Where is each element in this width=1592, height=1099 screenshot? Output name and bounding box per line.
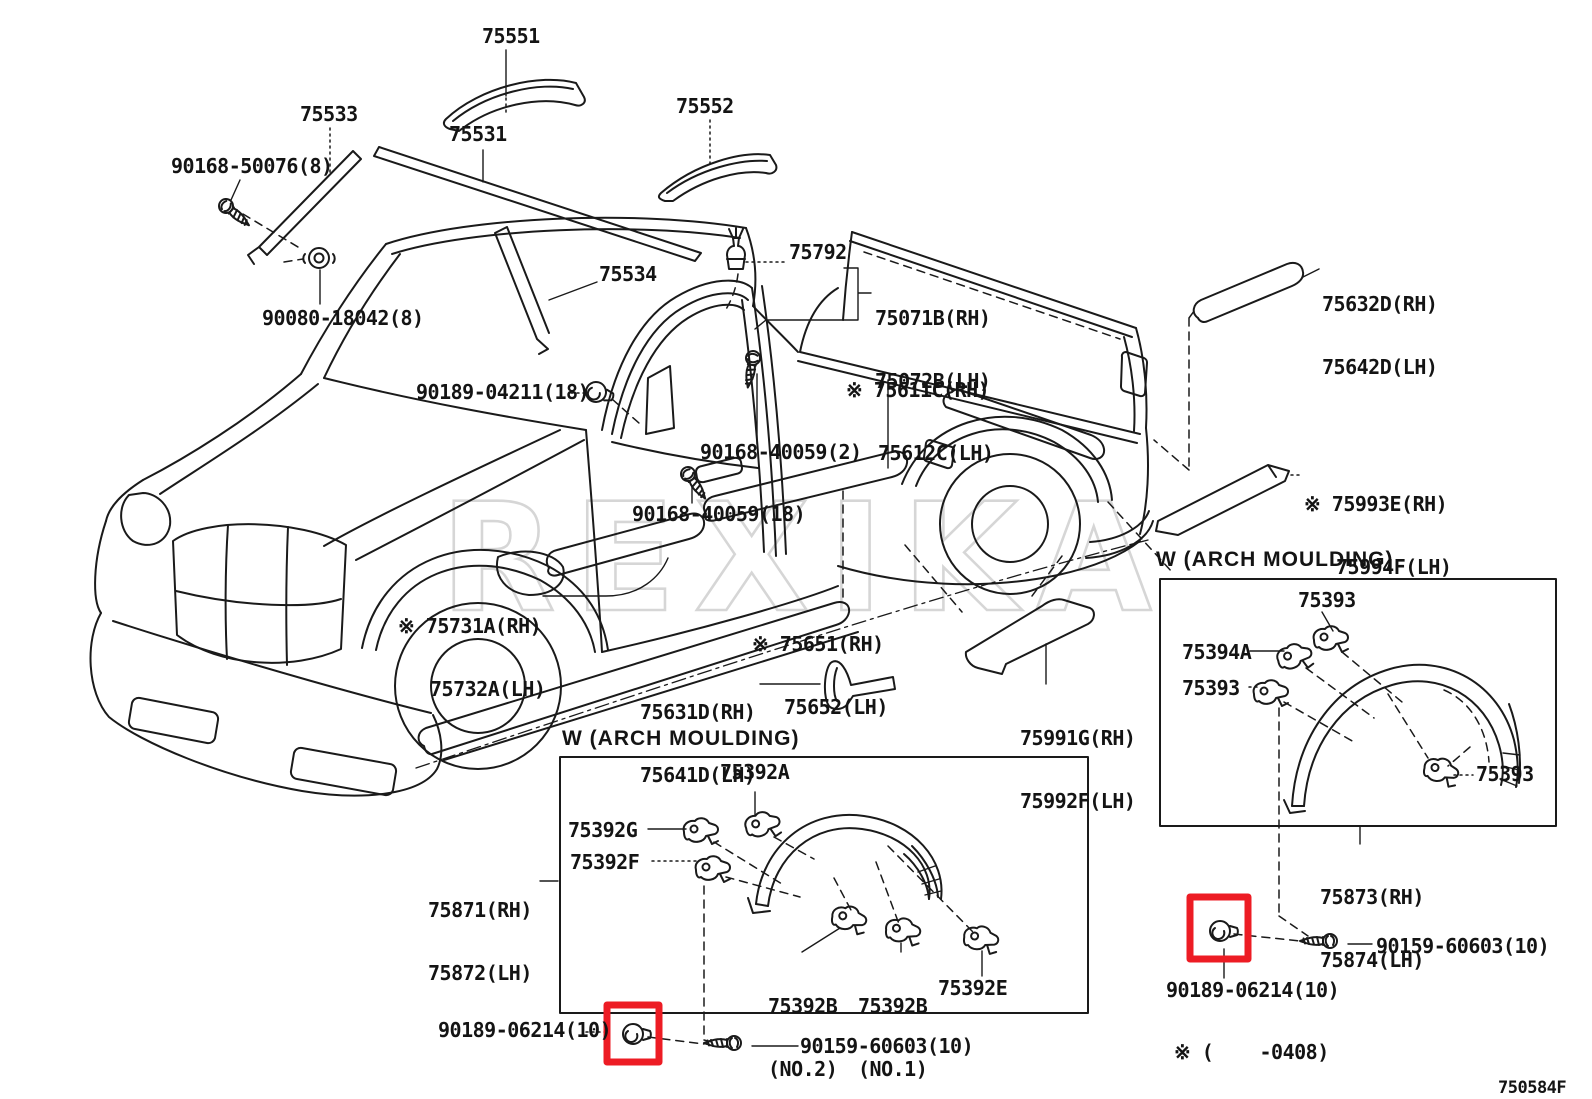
label-line: 75392B bbox=[768, 994, 838, 1018]
label-75792: 75792 bbox=[789, 240, 847, 264]
label-75392B-no2: 75392B (NO.2) bbox=[768, 954, 838, 1099]
label-90189-04211: 90189-04211(18) bbox=[416, 380, 590, 404]
label-line: ※ 75993E(RH) bbox=[1304, 492, 1448, 516]
highlight-boxes bbox=[603, 893, 1252, 1066]
label-line: 75641D(LH) bbox=[640, 763, 756, 787]
label-line: 75732A(LH) bbox=[430, 677, 546, 701]
arch-box-left-title: W (ARCH MOULDING) bbox=[562, 727, 800, 750]
arch-moulding-box-right bbox=[1159, 578, 1557, 937]
label-90168-40059-18: 90168-40059(18) bbox=[632, 502, 806, 526]
roof-moulding-parts bbox=[247, 78, 778, 355]
label-75631D-75641D: 75631D(RH) 75641D(LH) bbox=[640, 660, 756, 807]
label-line: 75991G(RH) bbox=[1020, 726, 1136, 750]
label-line: 75072B(LH) bbox=[875, 369, 991, 393]
highlight-box-clip-right bbox=[1186, 893, 1252, 963]
retainer-clip-icon bbox=[742, 808, 783, 842]
clip-icon bbox=[622, 1023, 652, 1045]
label-75071B-75072B: 75071B(RH) 75072B(LH) bbox=[875, 266, 991, 413]
label-90189-06214-left: 90189-06214(10) bbox=[438, 1018, 612, 1042]
label-75611C-75612C: ※ 75611C(RH) 75612C(LH) bbox=[846, 338, 994, 485]
label-75393-top: 75393 bbox=[1298, 588, 1356, 612]
label-line: 75642D(LH) bbox=[1322, 355, 1438, 379]
label-line: 75071B(RH) bbox=[875, 306, 991, 330]
grommet-icon bbox=[302, 247, 336, 269]
leader-lines bbox=[230, 49, 1320, 685]
label-line: ※ 75611C(RH) bbox=[846, 378, 990, 402]
truck-illustration bbox=[89, 216, 1305, 797]
label-75392A: 75392A bbox=[720, 760, 790, 784]
label-90168-50076: 90168-50076(8) bbox=[171, 154, 333, 178]
label-75534: 75534 bbox=[599, 262, 657, 286]
label-75393-left: 75393 bbox=[1182, 676, 1240, 700]
label-line: 75632D(RH) bbox=[1322, 292, 1438, 316]
label-90159-60603-left: 90159-60603(10) bbox=[800, 1034, 974, 1058]
label-75393-right: 75393 bbox=[1476, 762, 1534, 786]
screw-icon bbox=[703, 1035, 742, 1051]
label-75632D-75642D: 75632D(RH) 75642D(LH) bbox=[1322, 252, 1438, 399]
label-75392E: 75392E bbox=[938, 976, 1008, 1000]
retainer-clip-icon bbox=[1252, 679, 1289, 707]
screw-icon bbox=[215, 195, 255, 232]
label-75731A-75732A: ※ 75731A(RH) 75732A(LH) bbox=[398, 574, 546, 721]
label-75392F: 75392F bbox=[570, 850, 640, 874]
clip-icon bbox=[1209, 920, 1239, 942]
label-line: ※ 75651(RH) bbox=[752, 632, 884, 656]
label-line: ※ 75731A(RH) bbox=[398, 614, 542, 638]
label-line: 75631D(RH) bbox=[640, 700, 756, 724]
highlight-box-clip-left bbox=[603, 1001, 663, 1066]
label-line: (NO.1) bbox=[858, 1057, 928, 1081]
retainer-clip-icon bbox=[1312, 625, 1349, 653]
label-75552: 75552 bbox=[676, 94, 734, 118]
arch-moulding-box-left bbox=[539, 756, 1089, 1044]
label-line: (NO.2) bbox=[768, 1057, 838, 1081]
clip-icon bbox=[726, 227, 746, 270]
label-line: 75392B bbox=[858, 994, 928, 1018]
label-line: 75872(LH) bbox=[428, 961, 532, 985]
label-75551: 75551 bbox=[482, 24, 540, 48]
label-90080-18042: 90080-18042(8) bbox=[262, 306, 424, 330]
label-line: 75652(LH) bbox=[784, 695, 888, 719]
label-75991G-75992F: 75991G(RH) 75992F(LH) bbox=[1020, 686, 1136, 833]
label-90189-06214-right: 90189-06214(10) bbox=[1166, 978, 1340, 1002]
label-line: 75994F(LH) bbox=[1336, 555, 1452, 579]
label-90168-40059-2: 90168-40059(2) bbox=[700, 440, 862, 464]
bottom-fastener-callouts bbox=[585, 933, 1373, 1047]
label-75993E-75994F: ※ 75993E(RH) 75994F(LH) bbox=[1304, 452, 1452, 599]
retainer-clip-icon bbox=[694, 855, 731, 883]
label-75394A: 75394A bbox=[1182, 640, 1252, 664]
screw-icon bbox=[739, 348, 763, 390]
label-75392G: 75392G bbox=[568, 818, 638, 842]
label-line: 75612C(LH) bbox=[878, 441, 994, 465]
arch-box-right-title: W (ARCH MOULDING) bbox=[1156, 548, 1394, 571]
retainer-clip-icon bbox=[960, 922, 1002, 956]
retainer-clip-icon bbox=[883, 915, 923, 948]
retainer-clip-icon bbox=[1274, 640, 1315, 674]
label-line: 75874(LH) bbox=[1320, 948, 1424, 972]
label-75873-75874: 75873(RH) 75874(LH) bbox=[1320, 845, 1424, 992]
label-75651-75652: ※ 75651(RH) 75652(LH) bbox=[752, 592, 888, 739]
label-90159-60603-right: 90159-60603(10) bbox=[1376, 934, 1550, 958]
applicability-footnote: ※ ( -0408) bbox=[1174, 1040, 1329, 1064]
label-75871-75872: 75871(RH) 75872(LH) bbox=[428, 858, 532, 1005]
label-line: 75873(RH) bbox=[1320, 885, 1424, 909]
label-75533: 75533 bbox=[300, 102, 358, 126]
label-line: 75871(RH) bbox=[428, 898, 532, 922]
retainer-clip-icon bbox=[682, 817, 719, 845]
label-line: 75992F(LH) bbox=[1020, 789, 1136, 813]
figure-number: 750584F bbox=[1498, 1078, 1567, 1098]
label-75392B-no1: 75392B (NO.1) bbox=[858, 954, 928, 1099]
label-75531: 75531 bbox=[449, 122, 507, 146]
